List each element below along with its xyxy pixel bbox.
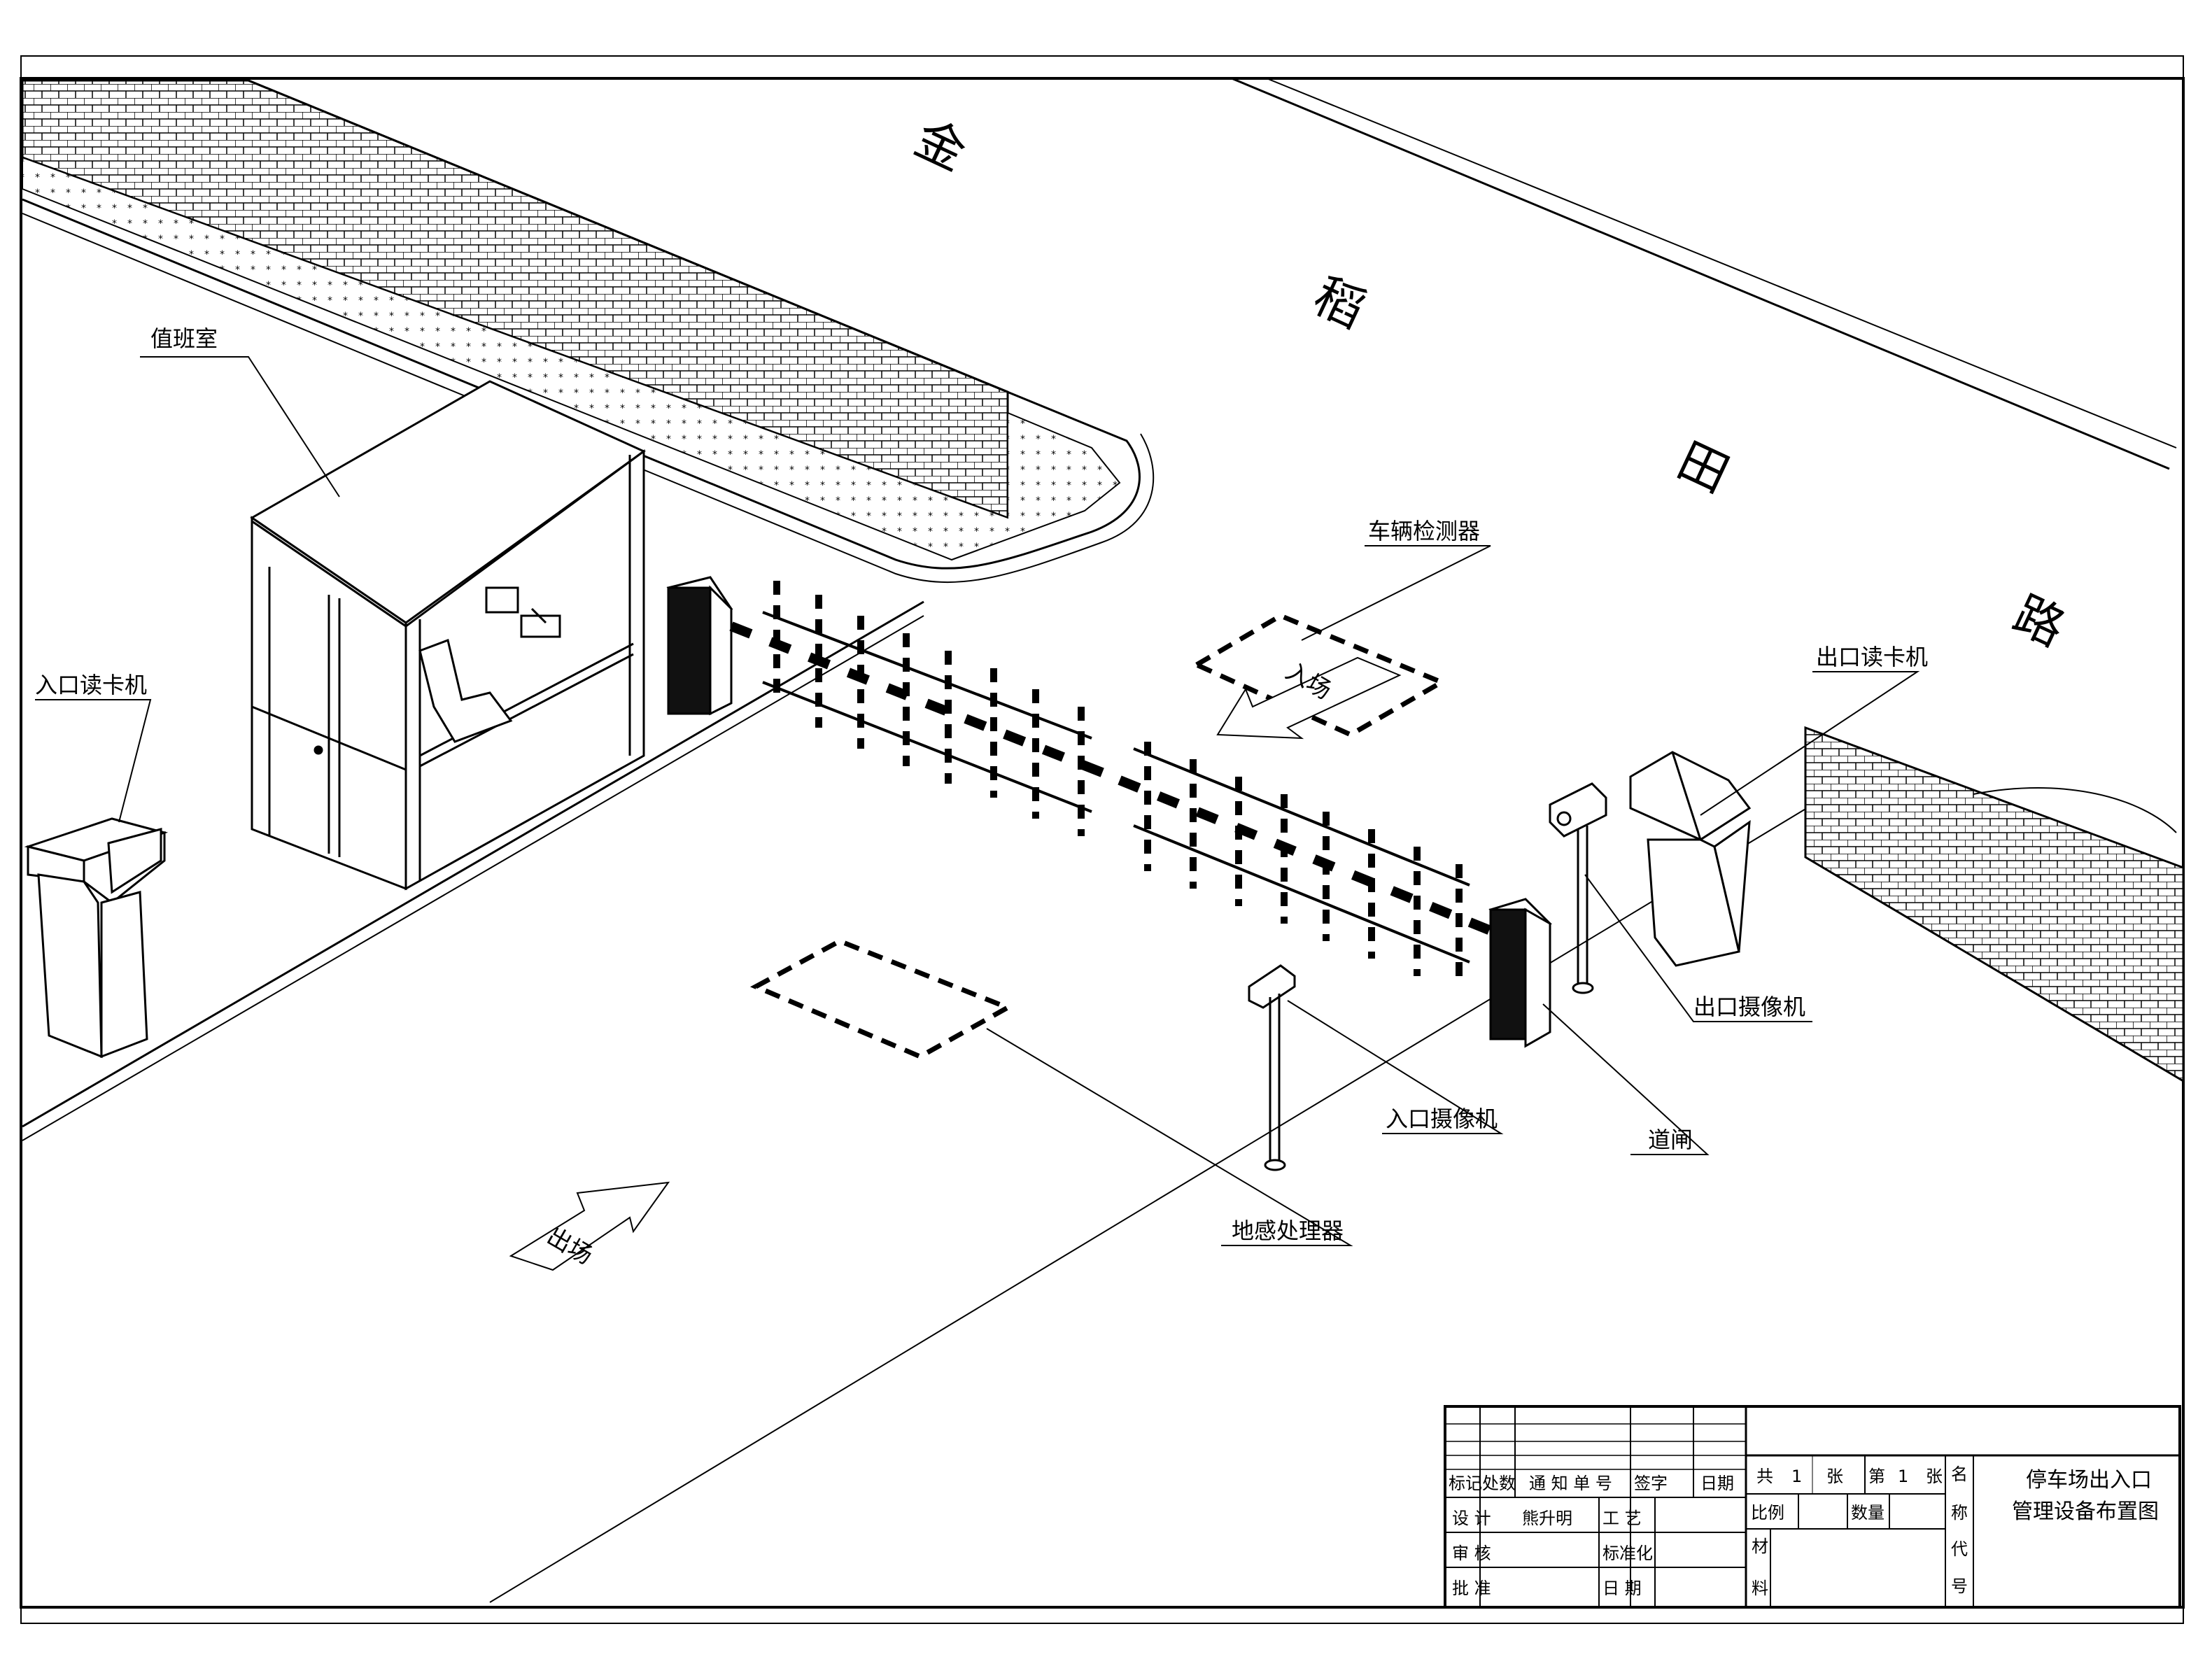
label-barrier-gate: 道闸 [1648,1127,1693,1153]
tb-drawing-title-2: 管理设备布置图 [2012,1499,2159,1524]
label-exit-camera: 出口摄像机 [1693,994,1805,1020]
tb-sheet-no: 1 [1898,1467,1908,1486]
tb-code-label-1: 代 [1951,1539,1968,1559]
barrier-fence-left [729,581,1115,836]
ground-loop [749,938,1014,1059]
tb-date-label: 日 期 [1602,1579,1642,1598]
road-edge-left-2 [22,615,924,1141]
tb-approve-label: 批 准 [1452,1579,1491,1598]
exit-card-reader [1629,751,1752,967]
tb-rev-header-3: 通 知 单 号 [1529,1474,1612,1493]
tb-sheet-no-prefix: 第 [1868,1467,1885,1486]
label-entry-card-reader: 入口读卡机 [35,672,147,698]
tb-review-label: 审 核 [1452,1544,1491,1563]
label-loop-processor: 地感处理器 [1232,1217,1344,1244]
tb-sheet-unit-1: 张 [1826,1467,1843,1486]
entry-arrow [1216,656,1402,740]
road-edge-top [1231,77,2170,470]
tb-quantity-label: 数量 [1851,1503,1885,1523]
label-duty-room: 值班室 [150,325,218,352]
tb-process-label: 工 艺 [1602,1509,1642,1528]
barrier-gate-right [1488,898,1552,1048]
tb-design-label: 设 计 [1452,1509,1491,1528]
title-block-text: 标记 处数 通 知 单 号 签字 日期 设 计 熊升明 工 艺 审 核 标准化 … [1449,1464,2159,1598]
tb-designer: 熊升明 [1522,1509,1572,1528]
inner-frame [20,77,2185,1609]
tb-rev-header-4: 签字 [1634,1474,1668,1493]
label-exit-card-reader: 出口读卡机 [1816,644,1928,670]
exit-arrow [509,1181,670,1271]
entry-card-reader [24,817,169,1059]
exit-camera [1549,782,1607,994]
tb-rev-header-1: 标记 [1449,1474,1482,1493]
road-name-char-1: 金 [906,109,975,182]
road-edge-top-2 [1266,78,2177,449]
road-edge-bottom [489,783,1848,1603]
tb-standard-label: 标准化 [1602,1544,1653,1563]
tb-rev-header-2: 处数 [1482,1474,1516,1493]
barrier-fence-right [1118,742,1493,987]
right-curb [1973,787,2177,833]
label-vehicle-detector: 车辆检测器 [1368,518,1480,544]
tb-code-label-2: 号 [1951,1576,1968,1596]
label-entry-camera: 入口摄像机 [1386,1106,1498,1132]
curb-line-2 [22,213,1155,584]
curb-line-1 [22,79,1141,570]
road-name-char-2: 稻 [1305,267,1374,339]
tb-material-label-1: 材 [1752,1537,1768,1556]
entry-camera [1248,964,1296,1171]
tb-name-label-2: 称 [1951,1503,1968,1523]
barrier-gate-left [666,576,733,716]
road-name-char-4: 路 [2005,585,2073,658]
right-brick-wall [1804,726,2185,1083]
tb-drawing-title-1: 停车场出入口 [2026,1468,2152,1492]
tb-sheet-unit-2: 张 [1926,1467,1943,1486]
title-block [1444,1405,2181,1609]
tb-sheet-total: 1 [1791,1467,1802,1486]
tb-scale-label: 比例 [1751,1503,1784,1523]
sidewalk-band [22,156,1121,561]
duty-room [250,380,646,891]
tb-material-label-2: 料 [1752,1579,1768,1598]
tb-sheet-total-prefix: 共 [1756,1467,1773,1486]
road-name-char-3: 田 [1669,431,1738,504]
tb-rev-header-5: 日期 [1700,1474,1734,1493]
leader-lines [35,356,1920,1246]
tb-name-label-1: 名 [1951,1464,1968,1484]
